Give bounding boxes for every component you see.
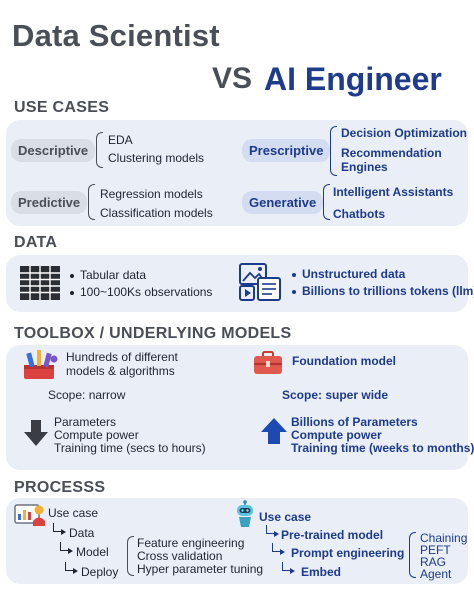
toolbox-left-scope: Scope: narrow — [48, 388, 126, 402]
toolbox-right-param-3: Training time (weeks to months) — [291, 441, 474, 455]
process-right-step-use-case: Use case — [259, 510, 312, 524]
data-panel — [6, 255, 468, 312]
toolbox-right-model: Foundation model — [292, 354, 396, 368]
toolbox-right-param-1: Billions of Parameters — [291, 415, 418, 429]
model-item-hyper-parameter-tuning: Hyper parameter tuning — [137, 562, 264, 576]
descriptive-item-clustering: Clustering models — [108, 151, 205, 165]
toolbox-right-param-2: Compute power — [291, 428, 382, 442]
predictive-item-classification: Classification models — [100, 206, 213, 220]
section-heading-toolbox: TOOLBOX / UNDERLYING MODELS — [14, 325, 292, 342]
step-arrow-icon — [266, 525, 279, 537]
model-item-feature-engineering: Feature engineering — [137, 536, 245, 550]
section-heading-use-cases: USE CASES — [14, 99, 110, 116]
process-use-case-icon — [14, 504, 45, 526]
prompt-item-rag: RAG — [420, 555, 447, 569]
predictive-item-regression: Regression models — [100, 187, 203, 201]
descriptive-brace — [96, 132, 103, 168]
process-left-step-use-case: Use case — [48, 506, 99, 520]
toolbox-left-param-2: Compute power — [54, 428, 139, 442]
step-arrow-icon — [282, 562, 295, 574]
descriptive-pill: Descriptive — [11, 139, 96, 162]
step-arrow-icon — [60, 542, 73, 554]
step-arrow-icon — [272, 543, 285, 555]
data-left-item-2: 100~100Ks observations — [70, 285, 212, 300]
prescriptive-item-recommendation: Recommendation — [341, 146, 442, 160]
table-icon — [20, 266, 60, 300]
toolbox-models-icon — [24, 350, 58, 379]
toolbox-panel — [6, 345, 468, 470]
prescriptive-item-engines: Engines — [341, 160, 388, 174]
process-right-step-prompt-engineering: Prompt engineering — [291, 546, 405, 560]
arrow-up-icon — [261, 418, 287, 444]
arrow-down-icon — [24, 420, 48, 446]
data-left-item-1: Tabular data — [70, 268, 146, 283]
prompt-items-brace — [409, 532, 416, 578]
descriptive-item-eda: EDA — [108, 133, 133, 147]
step-arrow-icon — [65, 562, 78, 574]
generative-pill: Generative — [242, 191, 324, 214]
title-data-scientist: Data Scientist — [12, 18, 220, 53]
data-right-item-1: Unstructured data — [292, 267, 405, 282]
process-left-step-model: Model — [76, 545, 109, 559]
vs-label: VS — [212, 62, 253, 95]
toolbox-left-models-line-1: Hundreds of different — [66, 350, 178, 364]
generative-brace — [323, 184, 330, 220]
title-ai-engineer: AI Engineer — [264, 61, 442, 97]
process-left-step-data: Data — [69, 526, 95, 540]
toolbox-left-param-3: Training time (secs to hours) — [54, 441, 206, 455]
robot-icon — [237, 500, 253, 527]
toolbox-right-scope: Scope: super wide — [282, 388, 389, 402]
section-heading-data: DATA — [14, 234, 58, 251]
prompt-item-peft: PEFT — [420, 543, 451, 557]
process-left-step-deploy: Deploy — [81, 565, 119, 579]
predictive-brace — [88, 184, 95, 220]
generative-item-assistants: Intelligent Assistants — [333, 185, 454, 199]
generative-item-chatbots: Chatbots — [333, 207, 385, 221]
data-right-item-2: Billions to trillions tokens (llm) — [292, 284, 474, 299]
process-right-step-pretrained: Pre-trained model — [281, 528, 384, 542]
prescriptive-pill: Prescriptive — [242, 139, 331, 162]
prompt-item-agent: Agent — [420, 567, 452, 581]
toolbox-left-models-line-2: models & algorithms — [66, 364, 175, 378]
step-arrow-icon — [53, 523, 66, 535]
toolbox-left-param-1: Parameters — [54, 415, 117, 429]
prompt-item-chaining: Chaining — [420, 531, 468, 545]
section-heading-process: PROCESSS — [14, 479, 106, 496]
predictive-pill: Predictive — [11, 191, 88, 214]
process-right-step-embed: Embed — [301, 565, 342, 579]
prescriptive-brace — [330, 126, 337, 176]
process-panel — [6, 498, 468, 584]
media-icon — [239, 263, 281, 301]
prescriptive-item-decision-optimization: Decision Optimization — [341, 126, 468, 140]
model-item-cross-validation: Cross validation — [137, 549, 223, 563]
model-items-brace — [127, 536, 134, 576]
toolbox-briefcase-icon — [254, 351, 282, 374]
